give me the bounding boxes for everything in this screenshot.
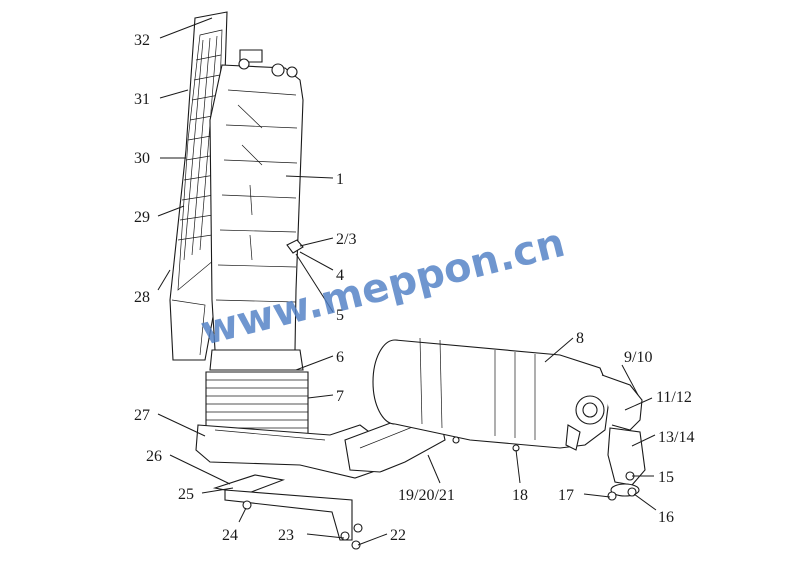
label-9-10: 9/10	[624, 349, 652, 366]
label-22: 22	[390, 527, 406, 544]
label-4: 4	[336, 267, 344, 284]
label-11-12: 11/12	[656, 389, 692, 406]
label-32: 32	[134, 32, 150, 49]
label-23: 23	[278, 527, 294, 544]
label-8: 8	[576, 330, 584, 347]
hose-and-clamp	[205, 349, 309, 441]
leader-lines	[157, 17, 657, 546]
label-25: 25	[178, 486, 194, 503]
label-6: 6	[336, 349, 344, 366]
label-19-20-21: 19/20/21	[398, 487, 455, 504]
label-26: 26	[146, 448, 162, 465]
label-7: 7	[336, 388, 344, 405]
mesh-grid	[177, 35, 222, 261]
label-1: 1	[336, 171, 344, 188]
label-5: 5	[336, 307, 344, 324]
label-2-3: 2/3	[336, 231, 356, 248]
label-24: 24	[222, 527, 238, 544]
label-16: 16	[658, 509, 674, 526]
label-27: 27	[134, 407, 150, 424]
lower-elbow-housing	[195, 424, 381, 479]
label-13-14: 13/14	[658, 429, 694, 446]
label-30: 30	[134, 150, 150, 167]
part-number-labels: 32 31 30 29 28 1 2/3 4 5 6 7 8 9/10 11/1…	[134, 32, 694, 544]
label-18: 18	[512, 487, 528, 504]
label-28: 28	[134, 289, 150, 306]
label-15: 15	[658, 469, 674, 486]
label-31: 31	[134, 91, 150, 108]
support-bracket	[212, 474, 363, 550]
label-17: 17	[558, 487, 574, 504]
outlet-elbow	[601, 374, 646, 501]
label-29: 29	[134, 209, 150, 226]
intake-duct	[209, 58, 304, 351]
air-filter-housing	[372, 337, 611, 452]
